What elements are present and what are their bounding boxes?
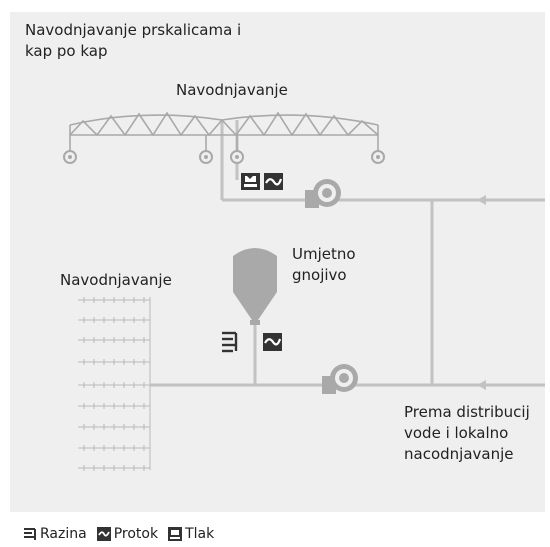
level-sensor-icon: [24, 528, 36, 540]
flow-sensor-icon: [264, 173, 283, 190]
diagram-title: Navodnjavanje prskalicama i kap po kap: [25, 21, 242, 60]
sprinkler-label: Navodnjavanje: [176, 81, 288, 99]
legend-item-pressure: Tlak: [168, 526, 214, 542]
sprinkler-wheels: [63, 150, 385, 164]
legend-label-flow: Protok: [113, 526, 159, 542]
truss-right-top: [221, 114, 379, 126]
pump-icon: [322, 364, 358, 394]
wheel-hubs: [68, 155, 380, 159]
pressure-sensor-icon: [168, 527, 183, 541]
drip-label: Navodnjavanje: [60, 271, 172, 289]
sprinkler-truss: [69, 111, 379, 152]
flow-sensor-icon: [263, 333, 282, 351]
diagram-panel: [10, 12, 545, 512]
fertilizer-tank: [233, 248, 277, 325]
drip-irrigation-grid: [78, 297, 151, 471]
flow-direction-arrow-icon: [477, 195, 486, 390]
arrow-bottom: [477, 380, 486, 390]
pressure-sensor-icon: [241, 173, 260, 190]
truss-left-diagonals: [69, 111, 223, 137]
pump-icon: [305, 179, 341, 208]
distribution-label: Prema distribucij vode i lokalno nacodnj…: [404, 403, 530, 463]
legend-item-flow: Protok: [96, 526, 159, 542]
fertilizer-label: Umjetno gnojivo: [292, 245, 356, 284]
arrow-top: [477, 195, 486, 205]
legend-item-level: Razina: [23, 526, 87, 542]
legend-label-level: Razina: [40, 526, 87, 542]
legend-label-pressure: Tlak: [185, 526, 215, 542]
legend: Razina Protok Tlak: [23, 524, 224, 544]
truss-left-top: [69, 114, 223, 126]
level-sensor-icon: [222, 331, 238, 353]
truss-right-diagonals: [221, 111, 379, 137]
irrigation-diagram: [63, 111, 545, 471]
flow-sensor-icon: [96, 527, 111, 541]
